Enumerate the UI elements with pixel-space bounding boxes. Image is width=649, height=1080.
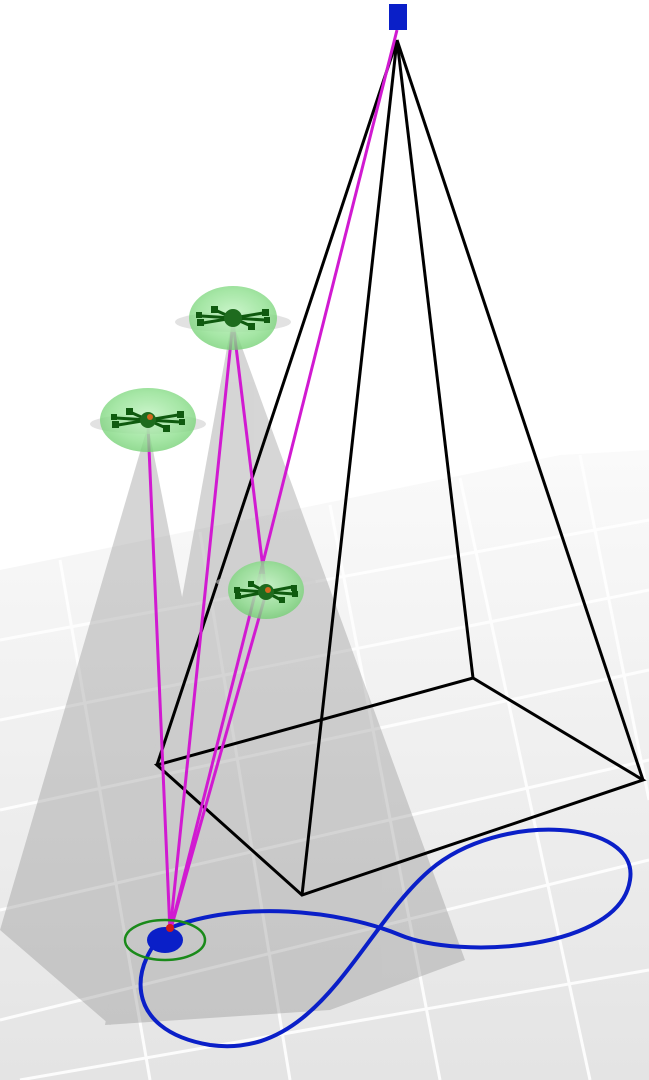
link-apex (168, 29, 399, 933)
ground-robot-body (147, 927, 183, 953)
drone-1[interactable] (90, 388, 206, 452)
drone-2[interactable] (175, 286, 291, 350)
drone-rotors (111, 408, 185, 432)
communication-links (146, 29, 399, 933)
ground-robot-marker (166, 924, 174, 932)
ground-robot[interactable] (123, 918, 207, 962)
drone-rotors (196, 306, 270, 330)
drone-body (140, 412, 156, 428)
drone-body (224, 309, 242, 327)
ground-trajectory (138, 827, 633, 1049)
drone-rotors (234, 581, 298, 603)
link-drone-2 (168, 321, 235, 933)
floor-grid (0, 454, 649, 1080)
apex-marker[interactable] (389, 4, 407, 30)
link-drone-2-3 (231, 321, 268, 594)
ground-floor (0, 450, 649, 1080)
link-drone-1 (146, 424, 172, 933)
pyramid-wireframe (153, 39, 647, 897)
drone-3[interactable] (216, 561, 316, 619)
link-drone-3 (168, 592, 268, 933)
drone-beacon (147, 414, 153, 420)
ground-robot-range-ring (123, 918, 207, 962)
drone-beacon (265, 587, 271, 593)
